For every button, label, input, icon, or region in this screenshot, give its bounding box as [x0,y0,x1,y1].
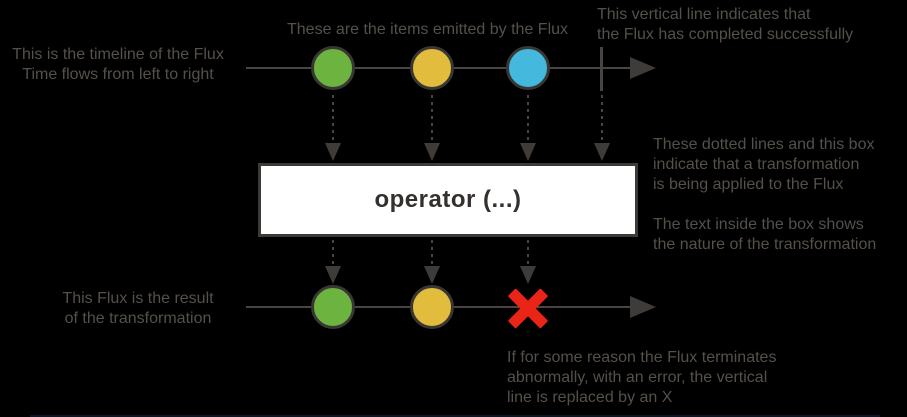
dotted-line-7 [527,240,529,266]
dotted-line-6 [431,240,433,266]
bottom-edge-artifact [30,415,880,417]
dotted-line-2 [431,95,433,143]
result-marble-green [311,285,355,329]
dotted-line-5 [332,240,334,266]
operator-box: operator (...) [258,163,638,237]
dotted-arrowhead-2-icon [424,143,440,161]
result-timeline-arrowhead-icon [630,296,656,318]
annotation-transformation: These dotted lines and this box indicate… [653,136,875,193]
annotation-result: This Flux is the result of the transform… [62,290,214,327]
annotation-complete: This vertical line indicates that the Fl… [597,6,854,43]
dotted-arrowhead-6-icon [424,266,440,284]
source-marble-green [311,46,355,90]
dotted-line-3 [527,95,529,143]
source-timeline-arrowhead-icon [630,57,656,79]
dotted-arrowhead-7-icon [520,266,536,284]
complete-line [600,47,603,91]
result-marble-yellow [410,285,454,329]
dotted-arrowhead-5-icon [325,266,341,284]
dotted-arrowhead-4-icon [594,143,610,161]
dotted-line-1 [332,95,334,143]
source-marble-blue [506,46,550,90]
dotted-line-4 [601,95,603,143]
dotted-arrowhead-3-icon [520,143,536,161]
annotation-error: If for some reason the Flux terminates a… [507,349,777,406]
annotation-timeline: This is the timeline of the Flux Time fl… [12,46,224,83]
annotation-items: These are the items emitted by the Flux [287,21,569,38]
source-marble-yellow [410,46,454,90]
operator-label: operator (...) [374,186,522,213]
annotation-box-text: The text inside the box shows the nature… [653,216,877,253]
error-x-icon [506,286,550,330]
dotted-arrowhead-1-icon [325,143,341,161]
